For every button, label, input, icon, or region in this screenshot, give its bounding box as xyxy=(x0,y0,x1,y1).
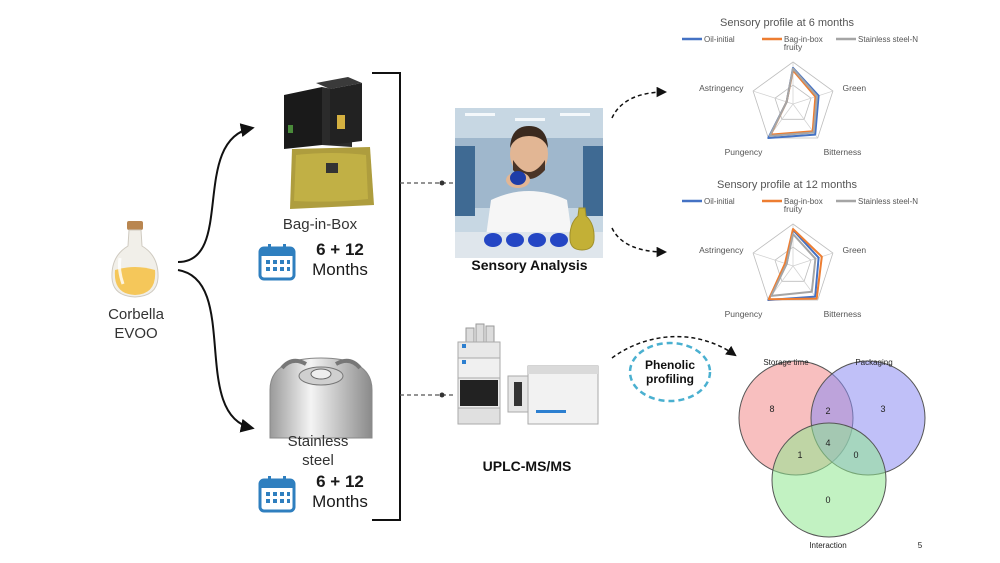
radar-axis-label: Bitterness xyxy=(824,147,862,157)
method-label-uplc: UPLC-MS/MS xyxy=(482,458,572,474)
duration-unit-steel: Months xyxy=(312,492,368,511)
venn-region-count: 0 xyxy=(825,495,830,505)
venn-set-label: Interaction xyxy=(809,541,846,550)
legend-label: Oil-initial xyxy=(704,197,735,206)
venn-region-count: 0 xyxy=(853,450,858,460)
calendar-icon xyxy=(258,244,296,281)
oil-bottle-icon xyxy=(111,221,159,298)
radar-axis-label: Pungency xyxy=(725,309,764,319)
radar-title: Sensory profile at 12 months xyxy=(717,179,858,191)
phenolic-label-line1: Phenolic xyxy=(645,358,695,372)
duration-value-steel: 6 + 12 xyxy=(316,472,364,491)
radar-spoke xyxy=(792,265,818,301)
radar-spoke xyxy=(792,252,834,267)
radar-axis-label: Green xyxy=(843,245,867,255)
arrow-to-stainless-steel xyxy=(177,269,255,433)
bracket xyxy=(372,72,401,521)
venn-region-count: 2 xyxy=(825,406,830,416)
duration-unit-bag: Months xyxy=(312,260,368,279)
radar-title: Sensory profile at 6 months xyxy=(720,17,854,29)
venn-page-number: 5 xyxy=(918,541,923,550)
legend-label: Stainless steel-N2 xyxy=(858,35,918,44)
phenolic-profiling-badge: Phenolic profiling xyxy=(628,341,712,403)
radar-series-2 xyxy=(767,228,823,301)
radar-axis-label: Green xyxy=(843,83,867,93)
input-label: Corbella xyxy=(108,306,164,323)
package-label-bag-in-box: Bag-in-Box xyxy=(282,216,358,233)
arrow-to-radar-12 xyxy=(611,227,668,258)
radar-axis-label: Astringency xyxy=(699,245,744,255)
duration-value-bag: 6 + 12 xyxy=(316,240,364,259)
legend-label: Oil-initial xyxy=(704,35,735,44)
input-label-2: EVOO xyxy=(114,325,158,342)
venn-set-label: Storage time xyxy=(763,358,809,367)
radar-grid-ring xyxy=(774,246,812,282)
radar-grid-ring xyxy=(752,223,834,301)
radar-axis-label: Pungency xyxy=(725,147,764,157)
legend-label: Stainless steel-N2 xyxy=(858,197,918,206)
phenolic-label-line2: profiling xyxy=(646,372,694,386)
radar-grid-ring xyxy=(752,61,834,139)
radar-series-3 xyxy=(768,67,818,137)
stainless-steel-keg-image xyxy=(269,357,373,439)
venn-region-count: 8 xyxy=(769,404,774,414)
bag-in-box-image xyxy=(284,77,374,209)
radar-grid-ring xyxy=(774,84,812,120)
venn-region-count: 4 xyxy=(825,438,830,448)
radar-axis-label: Astringency xyxy=(699,83,744,93)
method-label-sensory: Sensory Analysis xyxy=(471,257,588,273)
venn-region-count: 3 xyxy=(880,404,885,414)
arrow-to-venn xyxy=(611,335,737,359)
arrow-to-bag-in-box xyxy=(177,123,255,263)
radar-series-3 xyxy=(770,233,817,297)
sensory-analysis-photo xyxy=(455,108,603,258)
package-label-stainless: Stainless xyxy=(287,433,349,450)
legend-label: Bag-in-box xyxy=(784,197,823,206)
radar-spoke xyxy=(792,90,834,105)
calendar-icon xyxy=(258,476,296,513)
venn-set-3 xyxy=(771,422,887,538)
package-label-stainless-2: steel xyxy=(302,452,334,469)
legend-label: Bag-in-box xyxy=(784,35,823,44)
arrow-to-radar-6 xyxy=(611,86,668,119)
radar-axis-label: fruity xyxy=(784,42,803,52)
uplc-instrument-image xyxy=(457,323,599,425)
venn-region-count: 1 xyxy=(797,450,802,460)
venn-set-label: Packaging xyxy=(855,358,892,367)
radar-axis-label: Bitterness xyxy=(824,309,862,319)
radar-axis-label: fruity xyxy=(784,204,803,214)
